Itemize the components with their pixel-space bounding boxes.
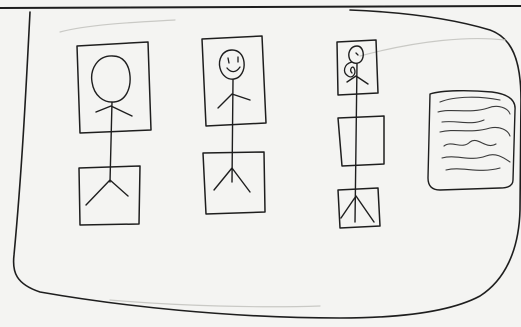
figure-2-body <box>232 80 233 182</box>
